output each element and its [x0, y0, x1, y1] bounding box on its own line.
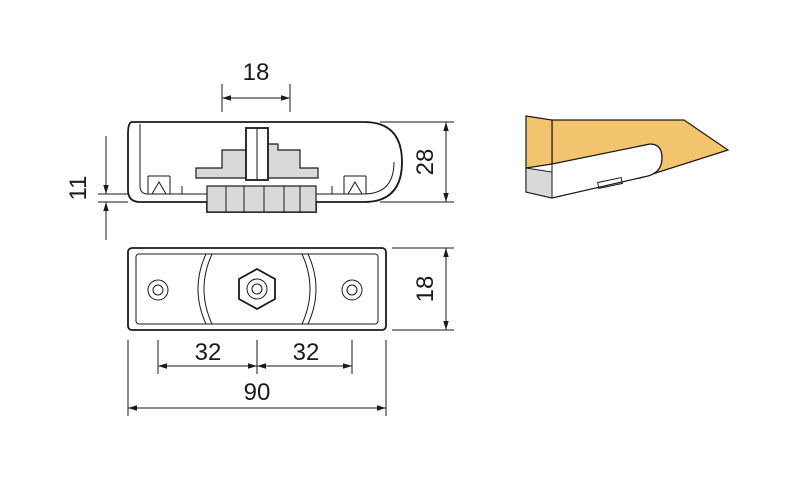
connector-shadow	[525, 167, 553, 199]
dimension-top-width-label: 18	[243, 59, 270, 86]
connector-part	[525, 143, 663, 199]
plan-view-right-hole	[341, 279, 363, 301]
dimension-overall-length: 90	[127, 340, 387, 416]
side-view-right-screw-pocket	[343, 175, 367, 195]
plan-view	[127, 247, 387, 331]
dimension-top-width: 18	[221, 59, 291, 112]
side-view	[127, 121, 403, 213]
dimension-side-height-left-label: 11	[65, 176, 92, 201]
dimension-overall-length-label: 90	[244, 379, 271, 406]
dimension-side-height-right: 28	[380, 121, 454, 203]
mounting-illustration	[525, 115, 730, 199]
dimension-plan-height-label: 18	[412, 276, 439, 303]
dimension-side-height-left: 11	[65, 136, 128, 240]
dimension-plan-height: 18	[392, 247, 454, 331]
dimension-side-height-right-label: 28	[412, 149, 439, 176]
dimension-hole-spacing: 32 32	[157, 339, 353, 374]
wood-board	[525, 115, 553, 169]
plan-view-left-hole	[147, 279, 169, 301]
dimension-hole-spacing-left-label: 32	[195, 339, 222, 366]
side-view-left-screw-pocket	[147, 175, 171, 195]
plan-view-hex-nut	[238, 267, 276, 311]
plan-view-center-lobes	[197, 253, 317, 325]
side-view-nut	[206, 185, 317, 213]
dimension-hole-spacing-right-label: 32	[293, 339, 320, 366]
